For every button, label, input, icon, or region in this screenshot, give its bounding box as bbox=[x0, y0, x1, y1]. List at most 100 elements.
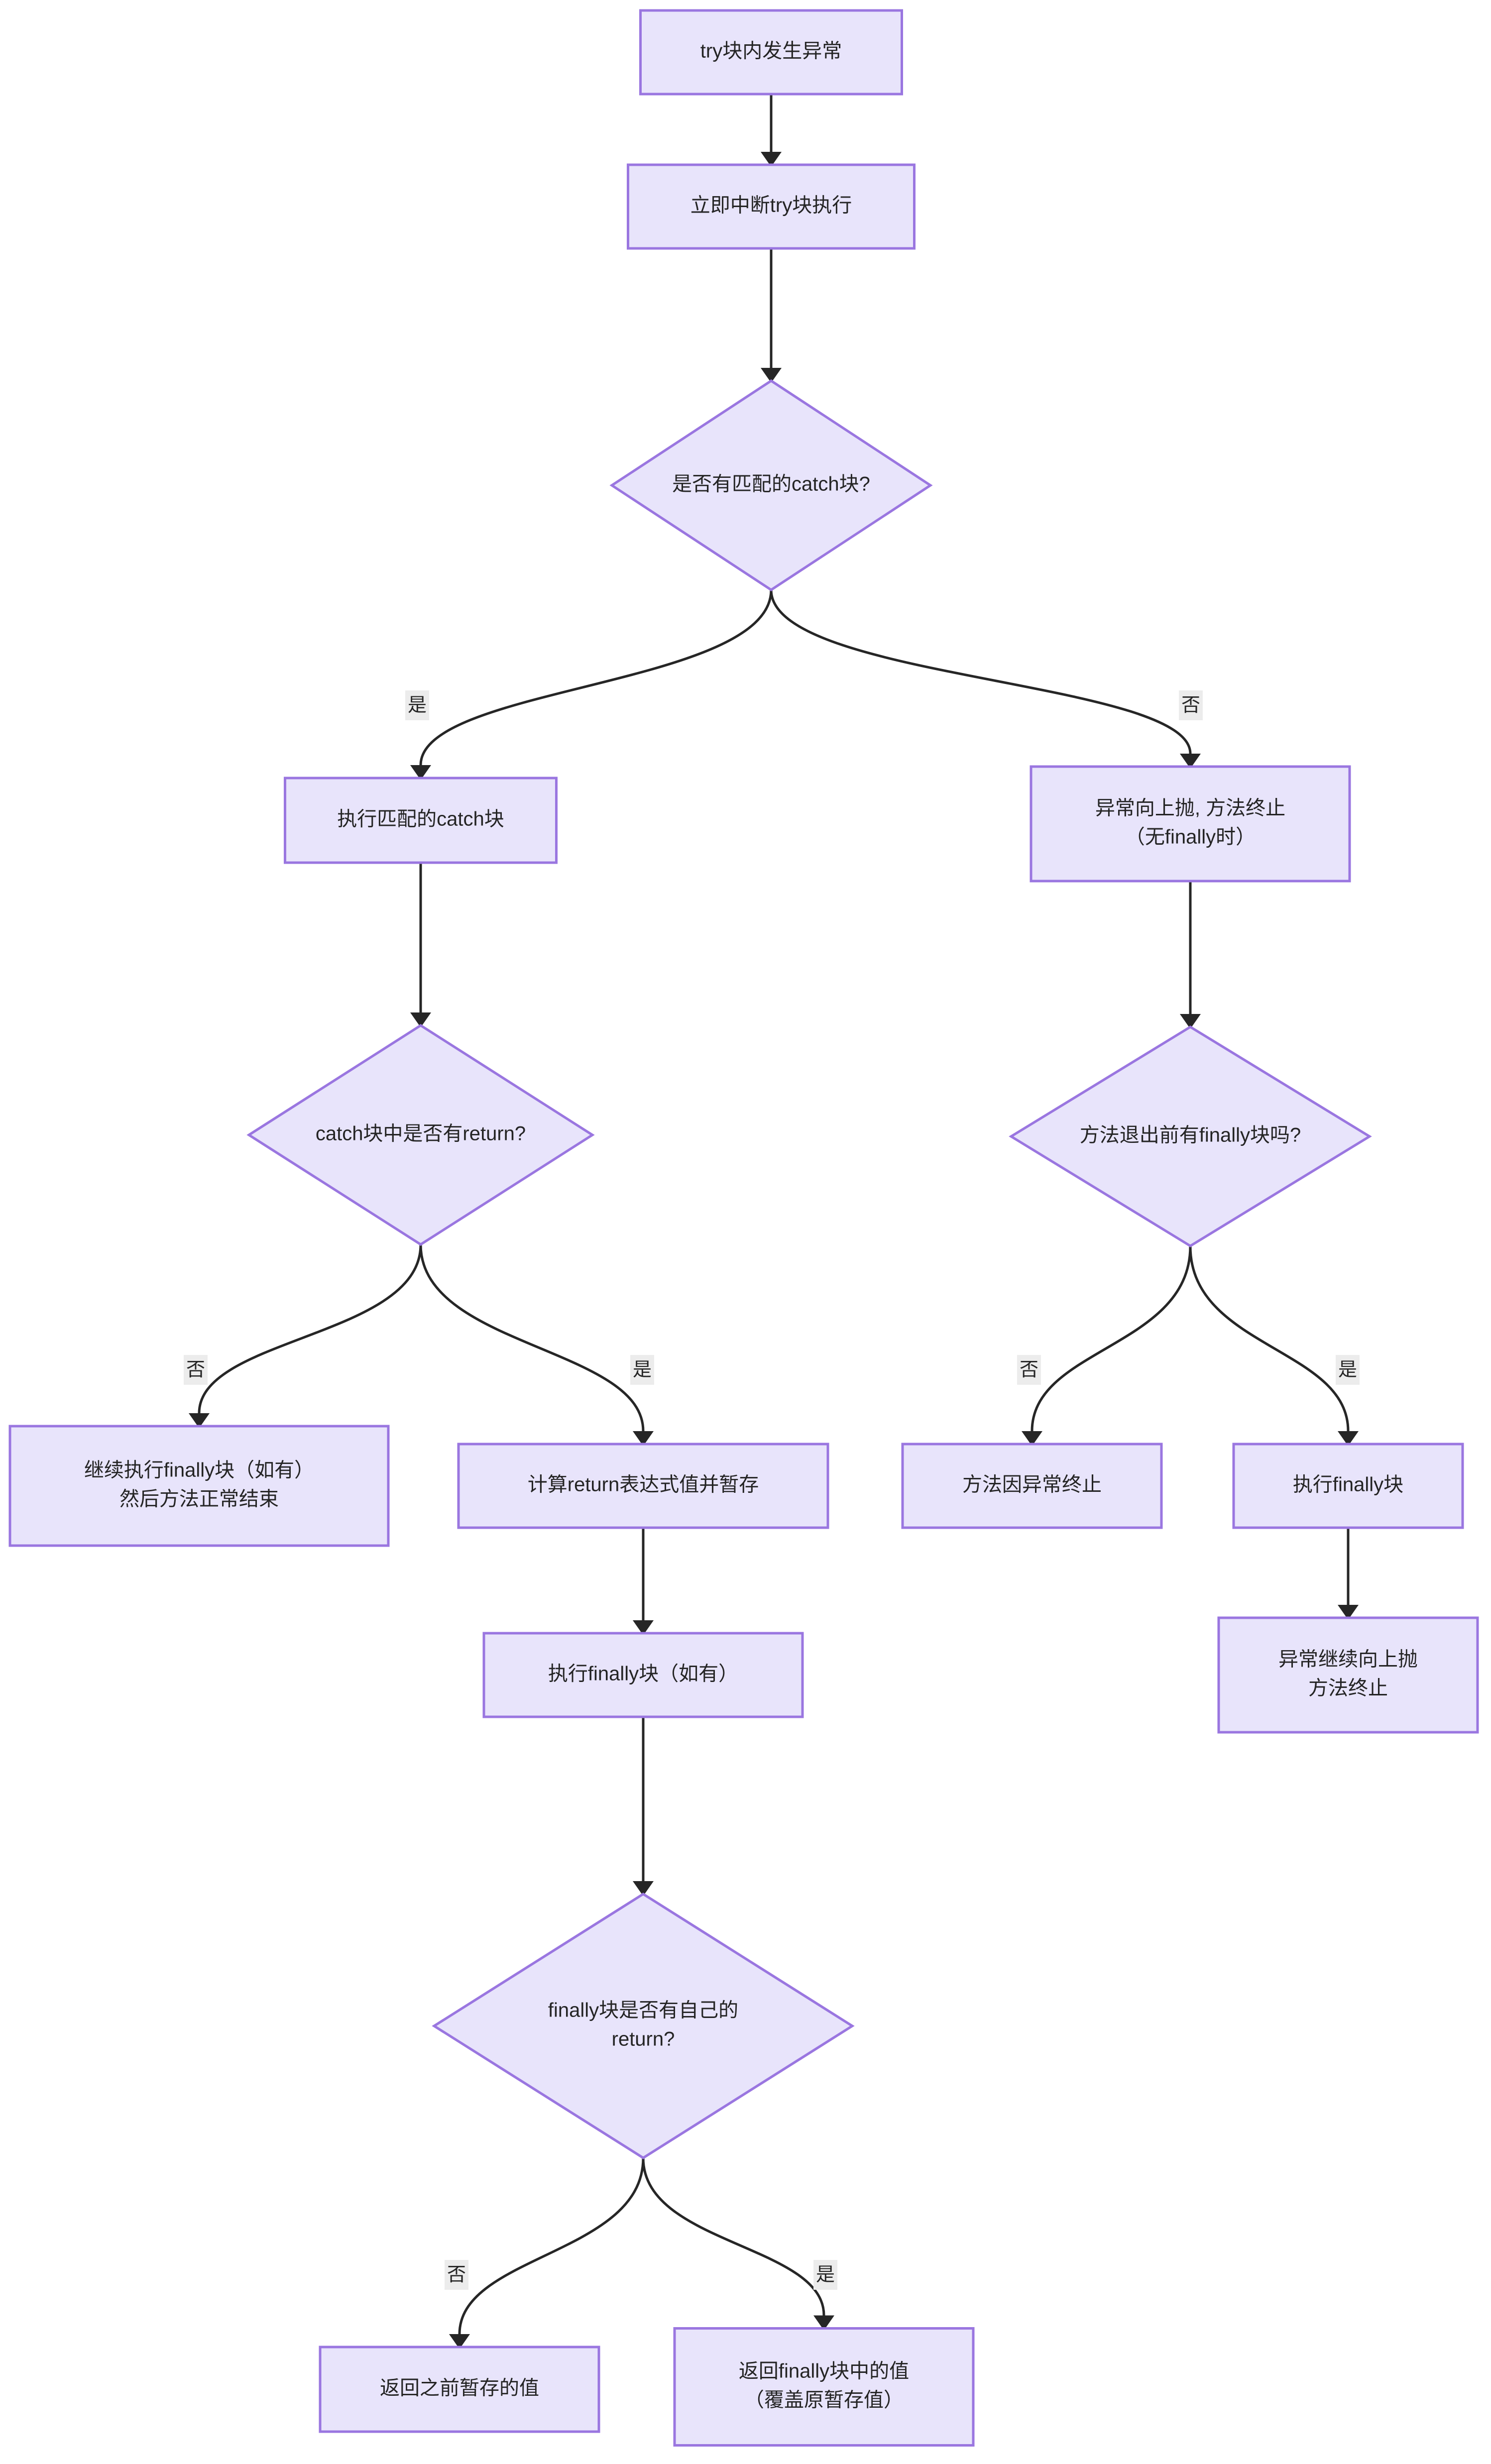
edge-line bbox=[770, 589, 1192, 754]
node-label-line: 方法终止 bbox=[1308, 1678, 1388, 1699]
decision-shape bbox=[1009, 1025, 1372, 1247]
edge-n6-to-n9 bbox=[419, 1244, 654, 1446]
arrowhead-icon bbox=[1022, 1431, 1042, 1446]
edge-line bbox=[1189, 1245, 1350, 1432]
node-label-line: 执行finally块 bbox=[1293, 1474, 1403, 1496]
process-shape bbox=[319, 2346, 600, 2433]
edge-n2-to-n3 bbox=[761, 248, 782, 383]
node-label-line: （覆盖原暂存值） bbox=[744, 2389, 904, 2411]
edge-label-text: 否 bbox=[1181, 695, 1200, 716]
edge-label-n14-to-n15: 否 bbox=[445, 2260, 468, 2290]
edge-n7-to-n10 bbox=[1022, 1245, 1192, 1446]
node-label-line: 是否有匹配的catch块? bbox=[672, 473, 870, 495]
arrowhead-icon bbox=[410, 765, 431, 780]
process-shape bbox=[901, 1443, 1163, 1529]
flow-node-n7[interactable]: 方法退出前有finally块吗? bbox=[1009, 1025, 1372, 1247]
process-shape bbox=[457, 1443, 829, 1529]
arrowhead-icon bbox=[449, 2334, 470, 2349]
flow-node-n6[interactable]: catch块中是否有return? bbox=[246, 1024, 595, 1246]
edge-label-n6-to-n8: 否 bbox=[184, 1355, 208, 1385]
edge-n14-to-n16 bbox=[642, 2157, 834, 2331]
flow-node-n11[interactable]: 执行finally块 bbox=[1232, 1443, 1464, 1529]
decision-shape bbox=[432, 1893, 855, 2159]
node-label-line: 执行finally块（如有） bbox=[548, 1663, 738, 1685]
process-shape bbox=[1217, 1616, 1479, 1734]
edge-label-n7-to-n10: 否 bbox=[1017, 1355, 1041, 1385]
process-shape bbox=[8, 1425, 390, 1547]
flow-node-n16[interactable]: 返回finally块中的值 （覆盖原暂存值） bbox=[673, 2327, 975, 2447]
edge-n14-to-n15 bbox=[449, 2157, 645, 2349]
flow-node-n14[interactable]: finally块是否有自己的 return? bbox=[432, 1893, 855, 2159]
process-shape bbox=[482, 1632, 804, 1718]
arrowhead-icon bbox=[633, 1620, 654, 1635]
edge-n9-to-n12 bbox=[633, 1528, 654, 1635]
edge-n7-to-n11 bbox=[1189, 1245, 1359, 1446]
node-label-line: return? bbox=[612, 2028, 675, 2050]
flow-node-n2[interactable]: 立即中断try块执行 bbox=[627, 163, 916, 250]
node-label-line: 计算return表达式值并暂存 bbox=[528, 1474, 759, 1496]
arrowhead-icon bbox=[761, 152, 782, 167]
decision-shape bbox=[246, 1024, 595, 1246]
edge-n11-to-n13 bbox=[1338, 1528, 1359, 1620]
edge-label-text: 是 bbox=[1338, 1359, 1357, 1380]
flow-node-n10[interactable]: 方法因异常终止 bbox=[901, 1443, 1163, 1529]
flow-node-n4[interactable]: 执行匹配的catch块 bbox=[284, 777, 558, 864]
edge-label-background bbox=[184, 1355, 208, 1385]
edge-n1-to-n2 bbox=[761, 94, 782, 167]
edge-n4-to-n6 bbox=[410, 863, 431, 1027]
edge-label-n7-to-n11: 是 bbox=[1336, 1355, 1360, 1385]
arrowhead-icon bbox=[1338, 1605, 1359, 1620]
flow-node-n8[interactable]: 继续执行finally块（如有）然后方法正常结束 bbox=[8, 1425, 390, 1547]
node-label-line: （无finally时） bbox=[1125, 826, 1256, 848]
process-shape bbox=[673, 2327, 975, 2447]
edge-line bbox=[458, 2157, 645, 2335]
flow-node-n12[interactable]: 执行finally块（如有） bbox=[482, 1632, 804, 1718]
flow-node-n15[interactable]: 返回之前暂存的值 bbox=[319, 2346, 600, 2433]
node-label-line: 方法因异常终止 bbox=[962, 1474, 1102, 1496]
node-label-line: catch块中是否有return? bbox=[316, 1123, 526, 1145]
flow-node-n3[interactable]: 是否有匹配的catch块? bbox=[609, 379, 933, 591]
arrowhead-icon bbox=[1180, 754, 1201, 769]
node-label-line: try块内发生异常 bbox=[700, 40, 842, 62]
node-label-line: 返回之前暂存的值 bbox=[380, 2377, 539, 2399]
arrowhead-icon bbox=[761, 368, 782, 383]
node-label-line: finally块是否有自己的 bbox=[548, 2000, 738, 2021]
edge-n3-to-n4 bbox=[410, 589, 773, 780]
edge-label-text: 否 bbox=[1020, 1359, 1038, 1380]
arrowhead-icon bbox=[189, 1413, 210, 1428]
edge-n3-to-n5 bbox=[770, 589, 1201, 769]
edge-label-background bbox=[813, 2260, 837, 2290]
process-shape bbox=[1030, 765, 1351, 883]
node-label-line: 返回finally块中的值 bbox=[739, 2360, 909, 2382]
edge-n5-to-n7 bbox=[1180, 881, 1201, 1029]
flow-node-n9[interactable]: 计算return表达式值并暂存 bbox=[457, 1443, 829, 1529]
edge-label-background bbox=[445, 2260, 468, 2290]
edge-label-text: 是 bbox=[633, 1359, 652, 1380]
node-label-line: 方法退出前有finally块吗? bbox=[1080, 1124, 1301, 1146]
node-label-line: 执行匹配的catch块 bbox=[337, 808, 504, 830]
edge-label-background bbox=[1017, 1355, 1041, 1385]
edge-n12-to-n14 bbox=[633, 1717, 654, 1896]
arrowhead-icon bbox=[813, 2315, 834, 2331]
edge-line bbox=[419, 589, 773, 766]
edge-label-background bbox=[1179, 690, 1203, 720]
edge-line bbox=[419, 1244, 645, 1432]
node-label-line: 异常继续向上抛 bbox=[1278, 1649, 1418, 1671]
edge-labels-layer: 是否否是否是否是 bbox=[184, 690, 1360, 2290]
edge-line bbox=[198, 1244, 422, 1414]
decision-shape bbox=[609, 379, 933, 591]
process-shape bbox=[639, 9, 903, 96]
flow-node-n1[interactable]: try块内发生异常 bbox=[639, 9, 903, 96]
edge-n6-to-n8 bbox=[189, 1244, 422, 1428]
edge-label-background bbox=[630, 1355, 654, 1385]
edge-label-n14-to-n16: 是 bbox=[813, 2260, 837, 2290]
arrowhead-icon bbox=[410, 1012, 431, 1027]
edge-label-n6-to-n9: 是 bbox=[630, 1355, 654, 1385]
flow-node-n5[interactable]: 异常向上抛, 方法终止（无finally时） bbox=[1030, 765, 1351, 883]
arrowhead-icon bbox=[633, 1881, 654, 1896]
process-shape bbox=[627, 163, 916, 250]
edge-label-background bbox=[405, 690, 429, 720]
arrowhead-icon bbox=[633, 1431, 654, 1446]
